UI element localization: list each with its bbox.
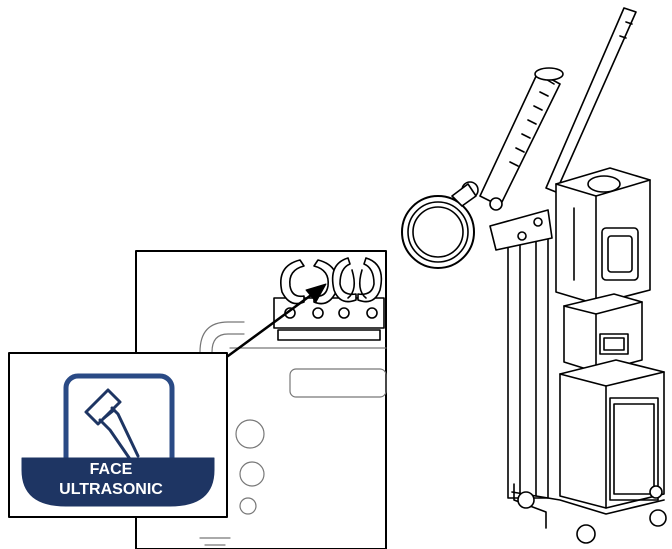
pointer-arrow: [226, 283, 327, 358]
ultrasonic-wand-icon: [84, 388, 140, 464]
magnifier-lamp: [401, 183, 477, 269]
middle-unit: [563, 293, 643, 373]
top-unit: [555, 167, 651, 305]
base-cabinet: [559, 359, 665, 509]
label-line-face: FACE: [89, 461, 133, 478]
equipment-cart: [401, 7, 667, 544]
lamp-pole: [545, 7, 637, 193]
label-line-ultrasonic: ULTRASONIC: [59, 481, 163, 498]
cart-column: [489, 209, 553, 499]
face-ultrasonic-label: [8, 352, 228, 518]
holder-bracket: [273, 257, 385, 341]
label-text: FACE ULTRASONIC: [22, 460, 200, 504]
cart-wheels: [511, 483, 667, 544]
